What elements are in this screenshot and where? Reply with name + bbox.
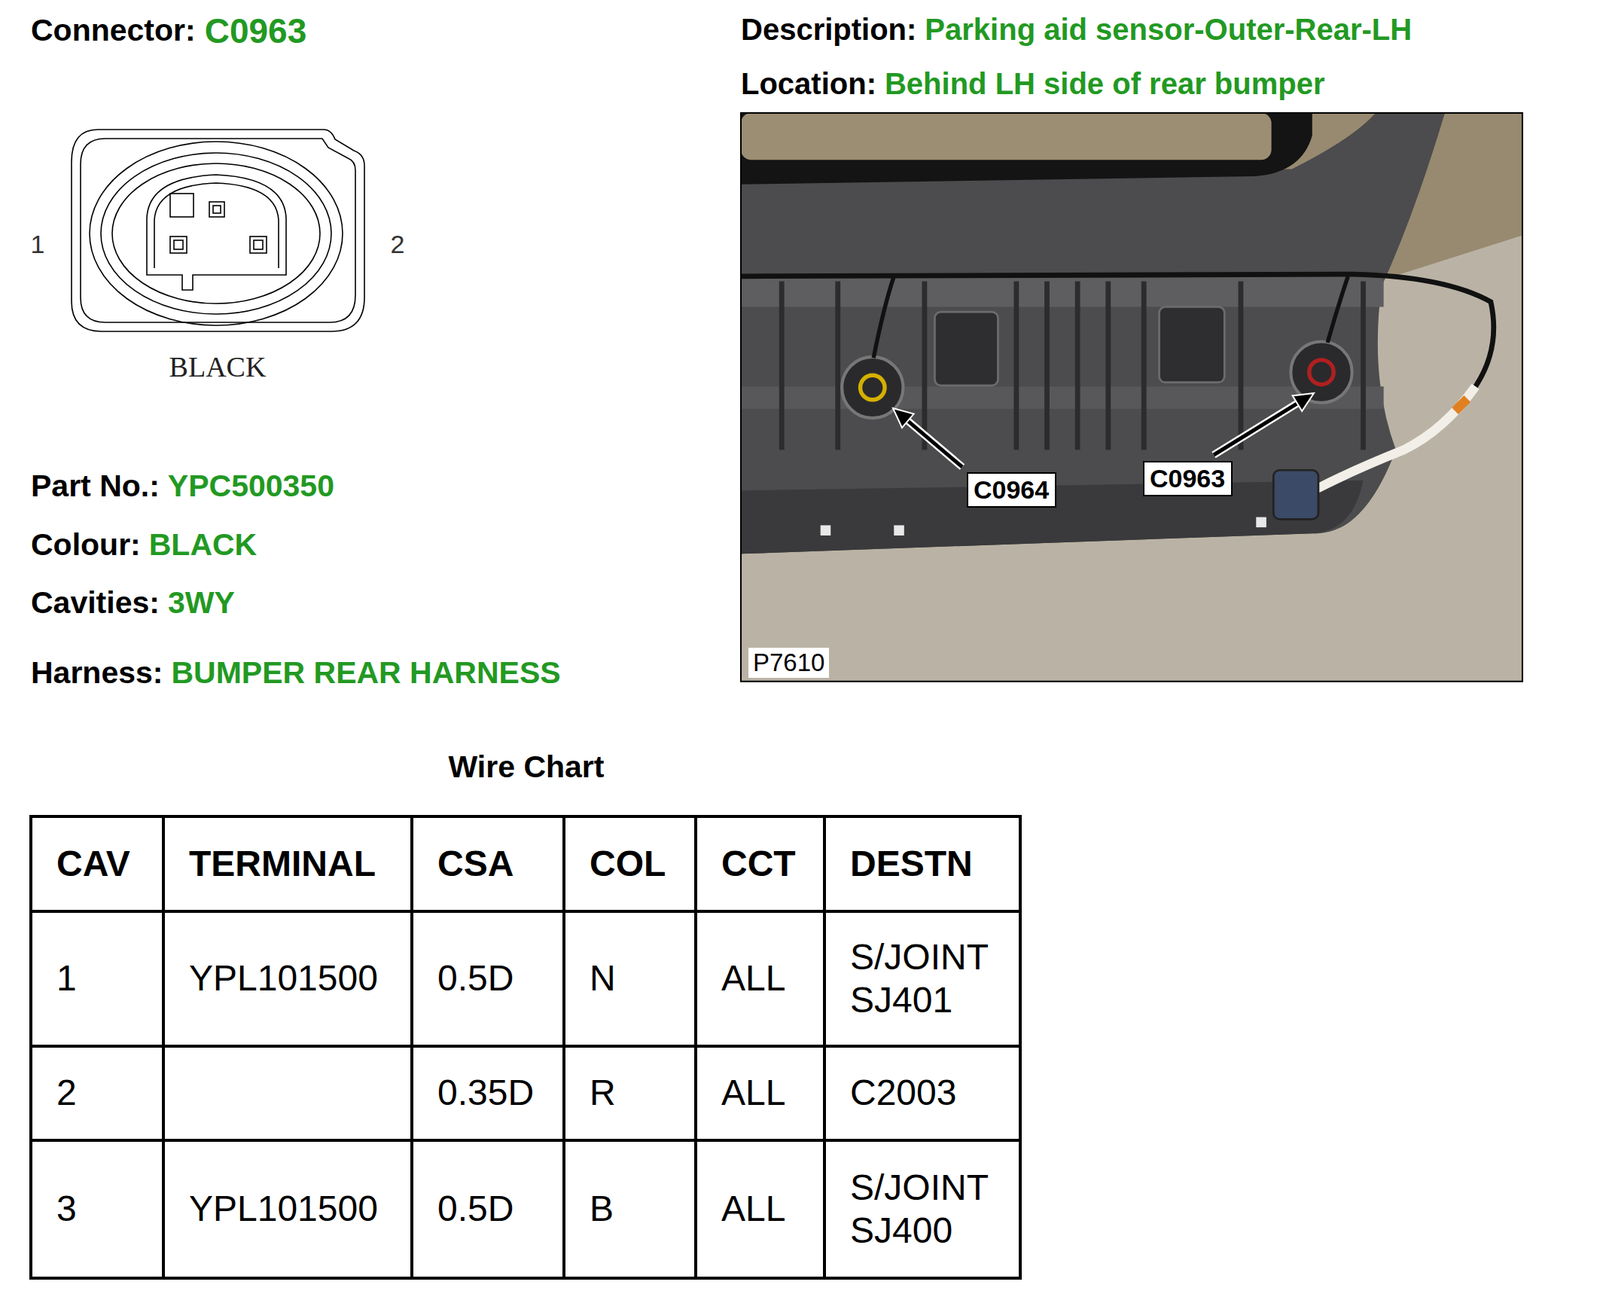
pin-carrier (146, 174, 287, 290)
field-label: Description: (740, 12, 917, 47)
sensor-wire (860, 374, 886, 400)
table-cell: ALL (721, 956, 817, 1000)
cavity-square (213, 205, 221, 214)
harness-wire (1327, 276, 1348, 343)
table-title: Wire Chart (448, 749, 605, 785)
harness-cable (1455, 398, 1468, 411)
callout-arrow (1213, 393, 1314, 455)
table-cell: C2003 (850, 1071, 1013, 1115)
cavity-square (209, 201, 225, 217)
sensor-mount (1290, 341, 1352, 403)
table-cell: B (589, 1187, 689, 1231)
harness-cable (1317, 386, 1476, 489)
table-cell: S/JOINT SJ401 (850, 935, 1013, 1021)
field-label: Location: (740, 66, 877, 101)
bracket (1159, 306, 1226, 382)
table-cell: ALL (721, 1187, 817, 1231)
photo-id: P7610 (748, 647, 829, 678)
cavity-square (170, 236, 187, 253)
connector-id: C0963 (204, 11, 308, 52)
cavity-square (249, 236, 267, 253)
table-cell: 2 (56, 1071, 156, 1115)
seal-ring (100, 152, 332, 314)
photo-frame (740, 112, 1523, 682)
field-label: Harness: (30, 655, 163, 691)
bracket (934, 311, 998, 386)
harness-wire (740, 274, 1494, 387)
table-header: DESTN (850, 842, 1013, 886)
callout-label: C0964 (973, 475, 1050, 505)
callout-label: C0963 (1149, 463, 1226, 494)
field-label: Part No.: (30, 468, 160, 504)
trim-window (740, 112, 1272, 160)
table-cell: 0.35D (437, 1071, 557, 1115)
table-cell: N (589, 956, 689, 1000)
callout-arrow (892, 408, 963, 467)
connector-face (71, 129, 365, 332)
cavity-square (173, 240, 183, 250)
sensor-wire (1309, 359, 1335, 385)
field-label: Connector: (30, 12, 196, 49)
table-cell: R (589, 1071, 689, 1115)
callout-box: C0963 (1142, 460, 1233, 497)
photo-floor (740, 112, 1523, 682)
seal-ring (89, 141, 343, 326)
callout-box: C0964 (966, 472, 1057, 508)
bumper-trim (740, 112, 1313, 185)
table-cell: 1 (56, 956, 156, 1000)
harness-wire (873, 276, 894, 358)
clips (820, 517, 1267, 536)
table-header: CAV (56, 842, 156, 886)
connector-colour: BLACK (169, 350, 267, 384)
table-cell: YPL101500 (188, 956, 405, 1000)
seal-ring (112, 163, 320, 304)
field-label: Cavities: (30, 585, 160, 621)
bumper-body (740, 112, 1445, 554)
table-header: COL (589, 842, 689, 886)
table-cell: ALL (721, 1071, 817, 1115)
cavity-square (253, 240, 263, 250)
field-value: Behind LH side of rear bumper (884, 66, 1326, 101)
table-header: CSA (437, 842, 557, 886)
table-cell: YPL101500 (188, 1187, 405, 1231)
table-cell: 3 (56, 1187, 156, 1231)
table-cell: S/JOINT SJ400 (850, 1166, 1013, 1252)
pin-number: 2 (390, 229, 406, 260)
table-header: TERMINAL (188, 842, 405, 886)
field-value: 3WY (167, 585, 235, 621)
field-value: YPC500350 (167, 468, 335, 504)
table-cell: 0.5D (437, 956, 557, 1000)
table-header: CCT (721, 842, 817, 886)
field-value: BLACK (149, 527, 257, 563)
wire-chart-grid (30, 816, 1021, 1278)
pin-number: 1 (30, 229, 46, 260)
cavity-square (170, 193, 194, 217)
table-cell: 0.5D (437, 1187, 557, 1231)
housing-outline (71, 129, 365, 332)
harness-connector (1273, 469, 1319, 519)
field-label: Colour: (30, 527, 141, 563)
pin-carrier (154, 182, 279, 269)
field-value: BUMPER REAR HARNESS (170, 655, 561, 691)
field-value: Parking aid sensor-Outer-Rear-LH (924, 12, 1412, 47)
rail-ribs (781, 281, 1363, 451)
location-photo (740, 112, 1523, 682)
